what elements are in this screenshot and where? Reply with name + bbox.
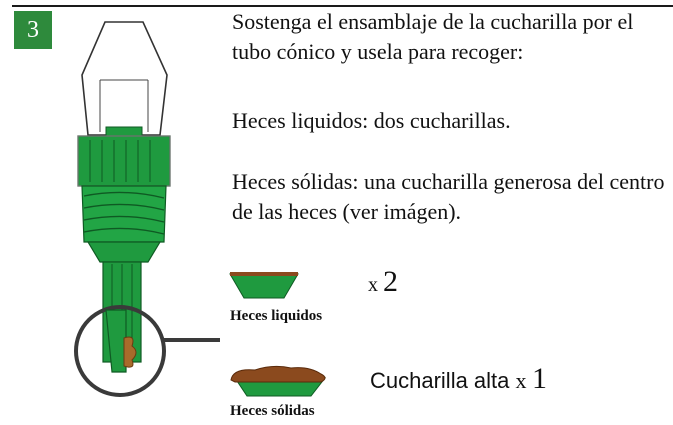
- top-rule: [12, 5, 673, 7]
- device-collar: [77, 135, 171, 187]
- step-number-badge: 3: [14, 11, 52, 49]
- device-tip: [105, 309, 127, 373]
- instruction-paragraph-1: Sostenga el ensamblaje de la cucharilla …: [232, 9, 634, 64]
- liquid-quantity: x 2: [368, 265, 398, 298]
- collection-device-icon: [74, 21, 220, 397]
- device-threads: [81, 185, 167, 243]
- liquid-caption: Heces liquidos: [230, 308, 323, 324]
- magnifier-circle: [74, 305, 166, 397]
- instruction-paragraph-2: Heces liquidos: dos cucharillas.: [232, 108, 511, 133]
- instruction-paragraph-3: Heces sólidas: una cucharilla generosa d…: [232, 169, 665, 224]
- conical-cap: [81, 21, 168, 136]
- stool-sample: [123, 336, 137, 368]
- scoop-liquid-icon: [229, 272, 299, 299]
- device-neck: [86, 241, 162, 263]
- solid-caption: Heces sólidas: [230, 403, 315, 419]
- scoop-solid-icon: [230, 365, 327, 397]
- solid-quantity: Cucharilla alta x 1: [370, 362, 548, 395]
